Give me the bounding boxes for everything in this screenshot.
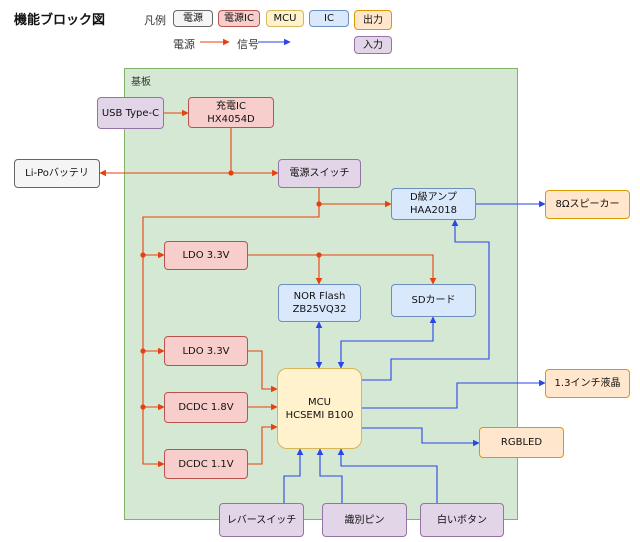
nor-flash-block: NOR Flash ZB25VQ32 <box>278 284 361 322</box>
legend-power-line-label: 電源 <box>173 38 195 51</box>
legend-power-ic: 電源IC <box>218 10 260 27</box>
rgbled-block: RGBLED <box>479 427 564 458</box>
ldo-block-2: LDO 3.3V <box>164 336 248 366</box>
amp-block: D級アンプ HAA2018 <box>391 188 476 220</box>
charger-ic-block: 充電IC HX4054D <box>188 97 274 128</box>
junction-dot <box>140 404 146 410</box>
legend-input: 入力 <box>354 36 392 54</box>
wire-mcu-amp <box>362 219 490 381</box>
sd-card-block: SDカード <box>391 284 476 317</box>
usb-type-c-block: USB Type-C <box>97 97 164 129</box>
speaker-block: 8Ωスピーカー <box>545 190 630 219</box>
junction-dot <box>316 201 322 207</box>
mcu-name: MCU <box>308 396 331 408</box>
id-pin-block: 識別ピン <box>322 503 407 537</box>
diagram-title: 機能ブロック図 <box>14 13 106 28</box>
dcdc-1v8-block: DCDC 1.8V <box>164 392 248 423</box>
legend-output: 出力 <box>354 10 392 30</box>
nor-flash-part: ZB25VQ32 <box>292 304 347 315</box>
wire-idpin-mcu <box>316 448 343 503</box>
ldo-block-1: LDO 3.3V <box>164 241 248 270</box>
wire-mcu-lcd <box>362 379 546 409</box>
wire-ldo2-mcu <box>248 350 278 393</box>
wire-ldo1-nor <box>248 254 323 285</box>
legend-label: 凡例 <box>144 14 166 27</box>
charger-ic-name: 充電IC <box>216 100 246 112</box>
legend-power-source: 電源 <box>173 10 213 27</box>
mcu-part: HCSEMI B100 <box>285 409 354 421</box>
lcd-block: 1.3インチ液晶 <box>545 369 630 398</box>
lever-switch-block: レバースイッチ <box>219 503 304 537</box>
wire-button-mcu <box>337 448 438 503</box>
junction-dot <box>316 252 322 258</box>
white-button-block: 白いボタン <box>420 503 504 537</box>
junction-dot <box>140 348 146 354</box>
junction-dot <box>140 252 146 258</box>
board-label: 基板 <box>131 77 151 88</box>
power-switch-block: 電源スイッチ <box>278 159 361 188</box>
legend-signal-line-label: 信号 <box>237 38 259 51</box>
wire-dcdc11-mcu <box>248 423 278 465</box>
legend-ic: IC <box>309 10 349 27</box>
amp-part: HAA2018 <box>410 205 457 216</box>
battery-block: Li-Poバッテリ <box>14 159 100 188</box>
wire-ldo1-sd <box>319 254 437 285</box>
dcdc-1v1-block: DCDC 1.1V <box>164 449 248 479</box>
charger-ic-part: HX4054D <box>207 113 255 125</box>
wire-mcu-sd <box>337 316 437 369</box>
junction-dot <box>228 170 234 176</box>
amp-name: D級アンプ <box>409 192 457 203</box>
nor-flash-name: NOR Flash <box>293 291 346 302</box>
wire-mcu-rgbled <box>362 427 480 447</box>
wire-lever-mcu <box>283 448 304 503</box>
mcu-block: MCU HCSEMI B100 <box>277 368 362 449</box>
legend-mcu: MCU <box>266 10 304 27</box>
wire-switch-down <box>142 188 320 468</box>
